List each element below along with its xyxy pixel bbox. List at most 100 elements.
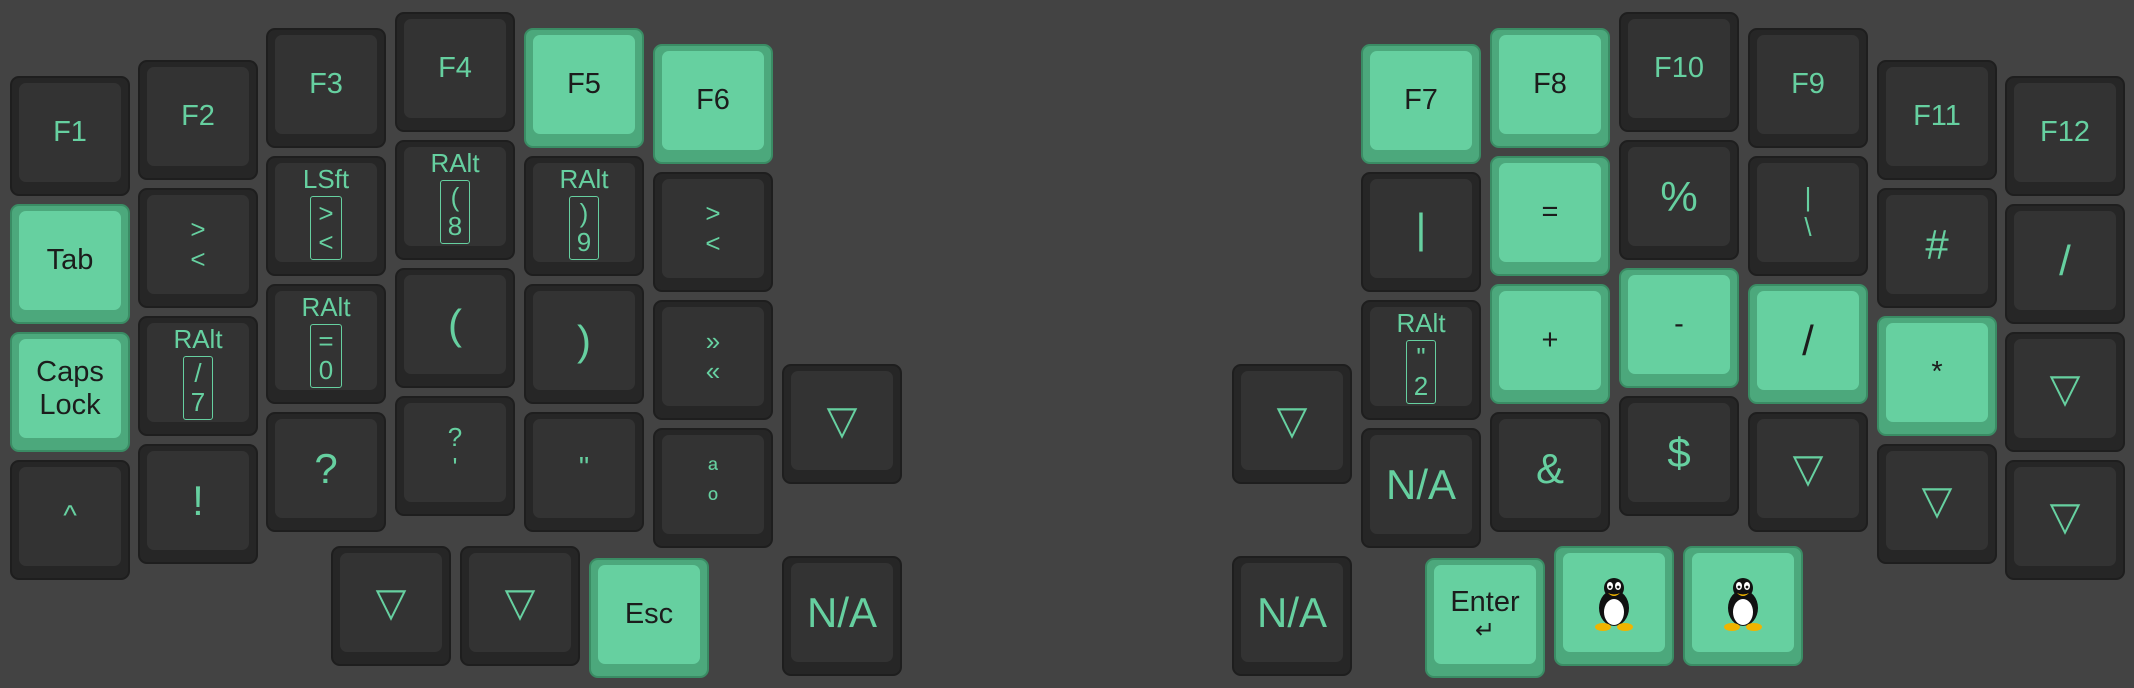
key-tap-box: " 2 [1405, 339, 1437, 405]
key-shift-label: > [705, 198, 721, 229]
key-guillemets: » « [653, 300, 773, 420]
transparent-triangle-icon: ▽ [504, 580, 536, 625]
key-f3: F3 [266, 28, 386, 148]
key-f11: F11 [1877, 60, 1997, 180]
key-f10: F10 [1619, 12, 1739, 132]
transparent-triangle-icon: ▽ [1792, 446, 1824, 491]
enter-arrow-icon: ↵ [1474, 616, 1496, 644]
key-f2: F2 [138, 60, 258, 180]
key-shift-label: = [318, 325, 334, 356]
key-transparent: ▽ [1748, 412, 1868, 532]
key-hold-label: RAlt [1396, 307, 1446, 338]
key-ralt-8: RAlt ( 8 [395, 140, 515, 260]
key-label-line1: Caps [36, 356, 104, 389]
transparent-triangle-icon: ▽ [1276, 398, 1308, 443]
key-angle-brackets: > < [138, 188, 258, 308]
key-percent: % [1619, 140, 1739, 260]
key-question-apostrophe: ? ' [395, 396, 515, 516]
key-label: F8 [1533, 68, 1567, 101]
key-label: F4 [438, 52, 472, 85]
key-label: | [1415, 204, 1427, 252]
key-label: " [578, 452, 590, 485]
key-lsft-angle-brackets: LSft > < [266, 156, 386, 276]
key-label: N/A [806, 588, 877, 636]
key-label: / [1802, 316, 1814, 364]
key-label: F7 [1404, 84, 1438, 117]
key-ordinals: ª º [653, 428, 773, 548]
transparent-triangle-icon: ▽ [826, 398, 858, 443]
key-equals: = [1490, 156, 1610, 276]
key-transparent: ▽ [782, 364, 902, 484]
key-hold-label: RAlt [430, 147, 480, 178]
key-label: N/A [1385, 460, 1456, 508]
key-caps-lock: Caps Lock [10, 332, 130, 452]
key-transparent: ▽ [331, 546, 451, 666]
key-base-label: < [705, 227, 721, 258]
key-hold-label: RAlt [173, 323, 223, 354]
key-f8: F8 [1490, 28, 1610, 148]
key-base-label: 8 [447, 211, 463, 242]
key-f12: F12 [2005, 76, 2125, 196]
key-asterisk: * [1877, 316, 1997, 436]
key-minus: - [1619, 268, 1739, 388]
key-ralt-2: RAlt " 2 [1361, 300, 1481, 420]
key-na: N/A [1361, 428, 1481, 548]
key-base-label: ' [452, 451, 458, 482]
key-shift-label: " [1416, 341, 1426, 372]
key-shift-label: ? [447, 422, 463, 453]
key-angle-brackets-2: > < [653, 172, 773, 292]
key-label: ( [448, 300, 462, 348]
key-enter: Enter ↵ [1425, 558, 1545, 678]
key-label: * [1931, 356, 1943, 389]
key-exclamation: ! [138, 444, 258, 564]
key-shift-label: > [190, 214, 206, 245]
key-tap-box: ( 8 [439, 179, 471, 245]
key-label: ! [192, 476, 204, 524]
key-caret: ^ [10, 460, 130, 580]
key-base-label: 9 [576, 227, 592, 258]
key-label-line2: Lock [39, 388, 101, 421]
key-shift-label: ) [579, 197, 589, 228]
key-label: - [1674, 308, 1684, 341]
key-label: ) [577, 316, 591, 364]
key-label: F3 [309, 68, 343, 101]
key-base-label: 7 [190, 387, 206, 418]
key-tap-box: ) 9 [568, 195, 600, 261]
key-shift-label: | [1804, 182, 1812, 213]
key-hold-label: LSft [302, 163, 350, 194]
key-f4: F4 [395, 12, 515, 132]
key-label: # [1925, 220, 1949, 268]
key-label: Esc [624, 598, 674, 631]
transparent-triangle-icon: ▽ [375, 580, 407, 625]
key-label: + [1541, 324, 1559, 357]
key-pipe: | [1361, 172, 1481, 292]
key-label: N/A [1256, 588, 1327, 636]
key-ralt-7: RAlt / 7 [138, 316, 258, 436]
tux-linux-icon [1724, 577, 1762, 631]
key-question: ? [266, 412, 386, 532]
key-na: N/A [782, 556, 902, 676]
key-transparent: ▽ [2005, 460, 2125, 580]
key-label: / [2059, 236, 2071, 284]
key-shift-label: ª [708, 454, 718, 485]
key-label: $ [1667, 428, 1691, 476]
key-esc: Esc [589, 558, 709, 678]
key-ampersand: & [1490, 412, 1610, 532]
key-tap-box: > < [310, 195, 342, 261]
key-base-label: « [705, 355, 721, 386]
key-tab: Tab [10, 204, 130, 324]
key-plus: + [1490, 284, 1610, 404]
key-label: Enter [1450, 586, 1520, 619]
key-base-label: \ [1804, 211, 1812, 242]
key-base-label: < [318, 227, 334, 258]
key-linux [1554, 546, 1674, 666]
key-label: = [1541, 196, 1559, 229]
key-label: F11 [1913, 100, 1961, 133]
key-shift-label: » [705, 326, 721, 357]
transparent-triangle-icon: ▽ [2049, 366, 2081, 411]
key-pipe-backslash: | \ [1748, 156, 1868, 276]
key-transparent: ▽ [1877, 444, 1997, 564]
key-open-paren: ( [395, 268, 515, 388]
key-base-label: 2 [1413, 371, 1429, 402]
